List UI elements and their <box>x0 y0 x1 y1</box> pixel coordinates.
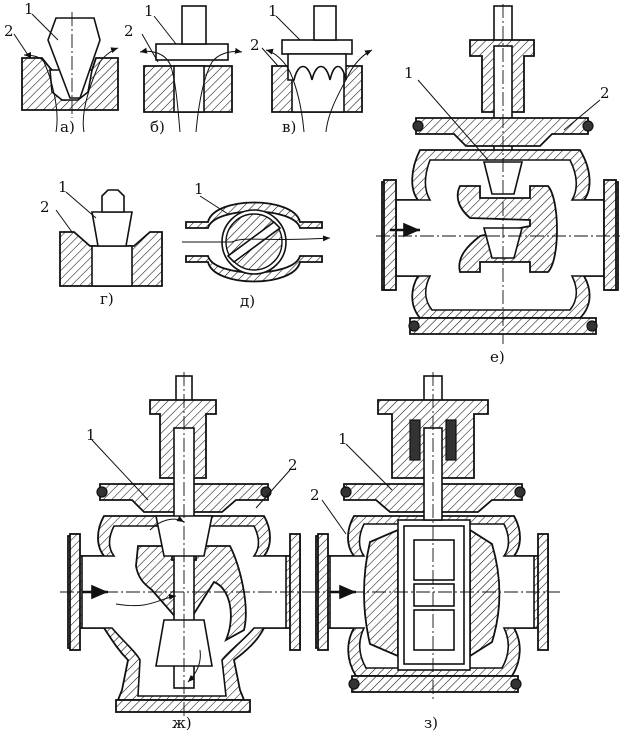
label-2: 2 <box>288 456 298 474</box>
figure-a: 1 2 а) <box>4 0 119 136</box>
label-1: 1 <box>24 0 34 18</box>
conical-plug <box>91 211 133 247</box>
caption-b: б) <box>150 118 165 136</box>
cover-flange <box>415 117 589 147</box>
label-1: 1 <box>144 2 154 20</box>
figure-v: 1 2 в) <box>250 2 373 136</box>
disc-plug <box>155 43 229 61</box>
label-1: 1 <box>194 180 204 198</box>
left-partition <box>363 528 399 658</box>
label-2: 2 <box>250 36 260 54</box>
right-flange <box>603 179 617 291</box>
figure-z: 1 2 з) <box>306 372 560 732</box>
label-1: 1 <box>268 2 278 20</box>
seat-bore <box>91 245 133 287</box>
figure-e: 1 2 е) <box>376 4 620 366</box>
stem <box>101 189 125 213</box>
caption-zh: ж) <box>172 714 192 732</box>
seat-partitions <box>456 185 558 273</box>
pipe-upper <box>185 201 323 229</box>
caption-z: з) <box>424 714 438 732</box>
caption-g: г) <box>100 290 114 308</box>
bottom-flange <box>115 699 251 713</box>
bottom-flange <box>351 675 519 693</box>
gate-segment-top <box>413 539 455 581</box>
label-1: 1 <box>404 64 414 82</box>
gate-segment-bottom <box>413 609 455 651</box>
label-1: 1 <box>58 178 68 196</box>
left-flange <box>383 179 397 291</box>
caption-d: д) <box>240 292 255 310</box>
label-1: 1 <box>338 430 348 448</box>
upper-plug <box>482 161 524 195</box>
stem <box>313 5 337 41</box>
gate-segment-mid <box>413 583 455 607</box>
label-2: 2 <box>40 198 50 216</box>
seat-bore <box>291 65 345 113</box>
needle-plug <box>47 17 101 99</box>
label-2: 2 <box>4 22 14 40</box>
caption-e: е) <box>490 348 505 366</box>
label-2: 2 <box>124 22 134 40</box>
label-2: 2 <box>310 486 320 504</box>
figure-b: 1 2 б) <box>124 2 243 136</box>
right-partition <box>469 528 501 658</box>
label-2: 2 <box>600 84 610 102</box>
figure-d: 1 д) <box>182 180 331 310</box>
stem <box>181 5 207 45</box>
profiled-plug <box>287 53 347 81</box>
pipe-lower <box>185 255 323 283</box>
figure-g: 1 2 г) <box>40 178 163 308</box>
label-1: 1 <box>86 426 96 444</box>
caption-v: в) <box>282 118 296 136</box>
figure-zh: 1 2 ж) <box>60 372 306 732</box>
caption-a: а) <box>60 118 75 136</box>
plug-head <box>281 39 353 55</box>
